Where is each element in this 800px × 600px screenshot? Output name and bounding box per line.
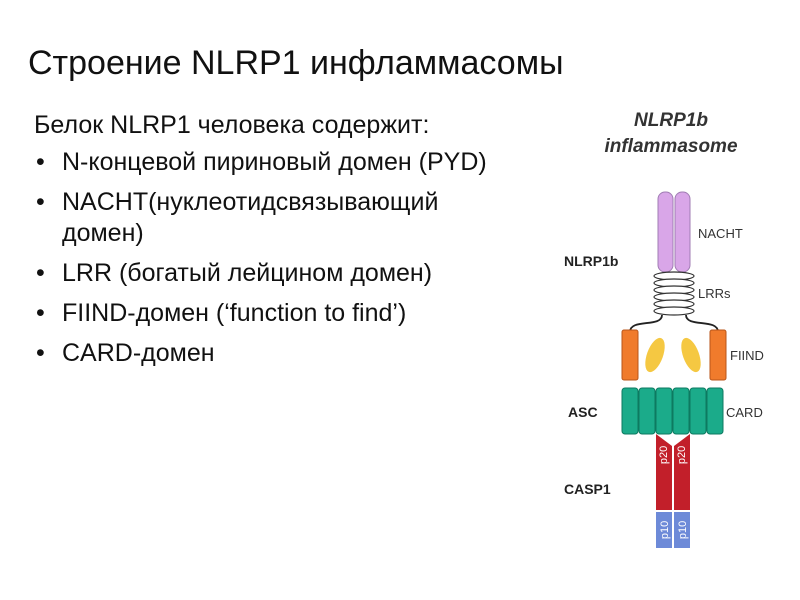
casp1-p20: p20 p20 [656, 434, 690, 510]
label-nlrp1b: NLRP1b [564, 253, 618, 269]
bullet-lrr: LRR (богатый лейцином домен) [34, 258, 504, 289]
label-p20-right: p20 [676, 446, 688, 464]
label-p20-left: p20 [658, 446, 670, 464]
label-asc: ASC [568, 404, 598, 420]
linker-lines [629, 314, 719, 333]
lrr-coil [653, 271, 695, 316]
label-p10-left: p10 [659, 521, 671, 539]
label-fiind: FIIND [730, 348, 764, 363]
label-lrrs: LRRs [698, 286, 731, 301]
inflammasome-diagram: NLRP1b inflammasome p20 [564, 110, 764, 548]
diagram-title-line2: inflammasome [604, 136, 737, 157]
bullet-card: CARD-домен [34, 338, 504, 369]
label-nacht: NACHT [698, 226, 743, 241]
bullet-nacht: NACHT(нуклеотидсвязывающий домен) [34, 187, 504, 249]
domain-list: N-концевой пириновый домен (PYD) NACHT(н… [34, 147, 504, 369]
label-card: CARD [726, 405, 763, 420]
intro-text: Белок NLRP1 человека содержит: [34, 111, 430, 139]
label-p10-right: p10 [677, 521, 689, 539]
bullet-fiind: FIIND-домен (‘function to find’) [34, 298, 504, 329]
card-domain [621, 387, 724, 435]
fiind-domain [621, 329, 727, 381]
label-casp1: CASP1 [564, 481, 611, 497]
slide-title: Строение NLRP1 инфламмасомы [28, 44, 564, 82]
nacht-domain [657, 191, 691, 273]
casp1-p10: p10 p10 [656, 512, 690, 548]
diagram-title-line1: NLRP1b [634, 110, 708, 131]
bullet-pyd: N-концевой пириновый домен (PYD) [34, 147, 504, 178]
slide-body: Белок NLRP1 человека содержит: N-концево… [34, 110, 504, 378]
